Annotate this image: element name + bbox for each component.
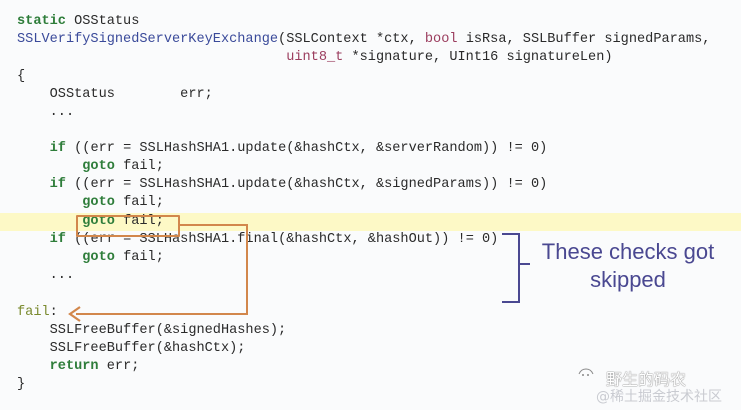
code-line: ... [0, 267, 741, 285]
code-indent [17, 50, 286, 65]
code-line: OSStatus err; [0, 86, 741, 104]
code-label: fail [17, 305, 50, 320]
code-line: if ((err = SSLHashSHA1.update(&hashCtx, … [0, 140, 741, 158]
code-line: SSLFreeBuffer(&signedHashes); [0, 322, 741, 340]
code-indent [17, 359, 50, 374]
code-function-name: SSLVerifySignedServerKeyExchange [17, 32, 279, 47]
code-indent [17, 268, 50, 283]
annotation-line-2: skipped [590, 267, 666, 292]
code-line: SSLVerifySignedServerKeyExchange(SSLCont… [0, 31, 741, 49]
code-line: goto fail; [0, 158, 741, 176]
code-text: (SSLContext *ctx, [278, 32, 425, 47]
wechat-icon [578, 368, 594, 376]
code-text: fail; [114, 195, 164, 210]
code-indent [17, 141, 50, 156]
code-keyword: return [49, 359, 99, 374]
code-indent [17, 87, 50, 102]
code-text: isRsa, SSLBuffer signedParams, [457, 32, 711, 47]
duplicate-goto-highlight-box [76, 215, 180, 237]
code-indent [17, 195, 82, 210]
code-text: OSStatus [65, 14, 140, 29]
code-text: { [17, 69, 26, 84]
arrow-head-icon [68, 306, 81, 322]
arrow-segment-top [178, 224, 246, 226]
code-indent [17, 159, 82, 174]
code-indent [17, 105, 50, 120]
code-line [0, 122, 741, 140]
code-line: { [0, 68, 741, 86]
annotation-line-1: These checks got [541, 239, 715, 264]
skipped-checks-bracket [502, 233, 520, 303]
code-line: ... [0, 104, 741, 122]
code-line: return err; [0, 358, 741, 376]
arrow-segment-bottom [76, 313, 248, 315]
code-text: OSStatus err; [49, 87, 213, 102]
code-type: uint8_t [286, 50, 344, 65]
code-text: ((err = SSLHashSHA1.final(&hashCtx, &has… [65, 232, 499, 247]
code-keyword: if [49, 232, 66, 247]
code-text: SSLFreeBuffer(&signedHashes); [49, 323, 287, 338]
code-text: fail; [114, 159, 164, 174]
code-line: fail: [0, 304, 741, 322]
code-indent [17, 232, 50, 247]
code-line: uint8_t *signature, UInt16 signatureLen) [0, 49, 741, 67]
code-keyword: goto [82, 195, 115, 210]
code-text: ((err = SSLHashSHA1.update(&hashCtx, &si… [65, 177, 548, 192]
code-text: err; [98, 359, 140, 374]
skipped-checks-annotation: These checks got skipped [528, 238, 728, 294]
watermark-source: @稀土掘金技术社区 [596, 389, 722, 405]
code-text: SSLFreeBuffer(&hashCtx); [49, 341, 246, 356]
code-keyword: goto [82, 159, 115, 174]
code-keyword: goto [82, 214, 115, 229]
code-text: : [49, 305, 58, 320]
code-indent [17, 323, 50, 338]
code-line: if ((err = SSLHashSHA1.final(&hashCtx, &… [0, 231, 741, 249]
watermark-author: 野生的码农 [606, 370, 687, 389]
code-keyword: goto [82, 250, 115, 265]
code-text: fail; [114, 214, 164, 229]
code-type: bool [424, 32, 458, 47]
code-keyword: if [49, 141, 66, 156]
code-indent [17, 177, 50, 192]
code-text: fail; [114, 250, 164, 265]
code-indent [17, 250, 82, 265]
code-line: goto fail; [0, 249, 741, 267]
code-line: SSLFreeBuffer(&hashCtx); [0, 340, 741, 358]
code-line: } [0, 376, 741, 394]
code-text: ... [49, 105, 75, 120]
arrow-segment-vertical [246, 224, 248, 315]
bracket-tick [520, 263, 530, 265]
code-line: if ((err = SSLHashSHA1.update(&hashCtx, … [0, 176, 741, 194]
code-line: goto fail; [0, 213, 741, 231]
code-line: static OSStatus [0, 13, 741, 31]
code-line: goto fail; [0, 194, 741, 212]
code-indent [17, 341, 50, 356]
code-text: ... [49, 268, 75, 283]
code-keyword: static [17, 14, 66, 29]
code-text: ((err = SSLHashSHA1.update(&hashCtx, &se… [65, 141, 548, 156]
code-keyword: if [49, 177, 66, 192]
code-indent [17, 214, 82, 229]
code-text: } [17, 377, 26, 392]
code-text: *signature, UInt16 signatureLen) [343, 50, 613, 65]
